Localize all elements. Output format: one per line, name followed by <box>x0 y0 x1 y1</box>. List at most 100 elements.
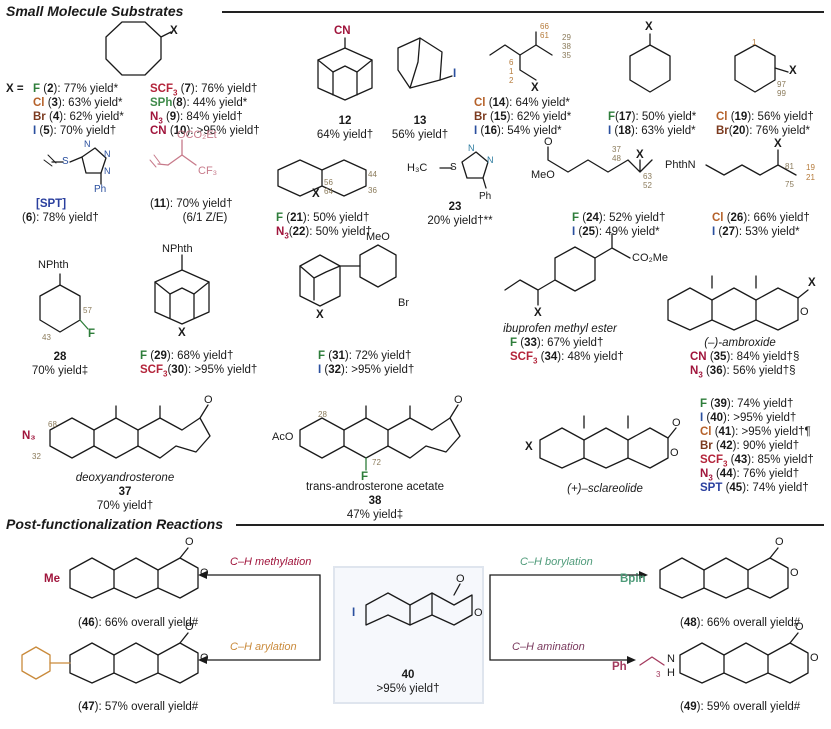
entry-36: N3 (36): 56% yield†§ <box>690 365 796 380</box>
arrowhead-arylation <box>198 656 207 664</box>
atom-o: O <box>800 306 809 318</box>
yield-38: 47% yield‡ <box>346 509 404 521</box>
selectivity-label: 37 <box>612 145 621 154</box>
yield-12: 64% yield† <box>316 129 374 141</box>
atom-o: O <box>544 136 553 148</box>
entry-21: F (21): 50% yield† <box>276 212 370 224</box>
atom-x: X <box>534 307 542 319</box>
atom-cn: CN <box>334 25 351 37</box>
atom-o: O <box>454 394 463 406</box>
hub-highlight-box <box>333 566 484 704</box>
group-nphth: NPhth <box>162 243 193 255</box>
cyclohexane-17 <box>629 44 671 93</box>
atom-o: O <box>790 567 799 579</box>
compound-number-40: 40 <box>401 669 415 681</box>
reaction-amination: C–H amination <box>512 641 585 653</box>
norbornane-13 <box>397 37 453 89</box>
atom-n: N <box>468 143 475 153</box>
yield-13: 56% yield† <box>391 129 449 141</box>
name-ambroxide: (–)-ambroxide <box>704 337 776 349</box>
selectivity-label: 35 <box>562 51 571 60</box>
compound-number-28: 28 <box>53 351 67 363</box>
selectivity-label: 99 <box>777 89 786 98</box>
name-ibuprofen-methyl-ester: ibuprofen methyl ester <box>503 323 617 335</box>
x-equals-label: X = <box>6 83 24 95</box>
entry-18: I (18): 63% yield* <box>608 125 696 137</box>
yield-28: 70% yield‡ <box>31 365 89 377</box>
selectivity-label: 2 <box>509 76 514 85</box>
atom-x: X <box>636 149 644 161</box>
atom-x: X <box>312 188 320 200</box>
adamantyl-aryl-31 <box>299 244 397 307</box>
atom-o: O <box>185 621 194 633</box>
group-ph: Ph <box>612 661 627 673</box>
selectivity-label: 57 <box>83 306 92 315</box>
entry-25: I (25): 49% yield* <box>572 226 660 238</box>
atom-s: S <box>62 156 69 167</box>
ibuprofen-33 <box>504 233 631 306</box>
selectivity-label: 19 <box>806 163 815 172</box>
atom-n: N <box>84 139 91 149</box>
entry-19: Cl (19): 56% yield† <box>716 111 814 123</box>
entry-7: SCF3 (7): 76% yield† <box>150 83 258 98</box>
arrow-methylation <box>205 574 321 605</box>
reaction-methylation: C–H methylation <box>230 556 312 568</box>
selectivity-label: 72 <box>372 458 381 467</box>
arrowhead-amination <box>627 656 636 664</box>
cyclohexane-28 <box>39 273 89 333</box>
group-meo: MeO <box>366 231 390 243</box>
group-co2me: CO₂Me <box>632 252 669 264</box>
entry-27: I (27): 53% yield* <box>712 226 800 238</box>
atom-o: O <box>795 621 804 633</box>
selectivity-label: 43 <box>42 333 51 342</box>
atom-h: H <box>667 667 675 679</box>
atom-x: X <box>789 65 797 77</box>
entry-42: Br (42): 90% yield† <box>700 440 800 452</box>
atom-o: O <box>810 652 819 664</box>
entry-5: I (5): 70% yield† <box>33 125 117 137</box>
atom-x: X <box>774 138 782 150</box>
selectivity-label: 36 <box>368 186 377 195</box>
entry-2: F (2): 77% yield* <box>33 83 119 95</box>
name-deoxyandrosterone: deoxyandrosterone <box>75 472 175 484</box>
atom-o: O <box>456 573 465 585</box>
selectivity-label: 44 <box>368 170 377 179</box>
name-sclareolide: (+)–sclareolide <box>567 483 643 495</box>
phthalimide-chain-26 <box>705 149 797 176</box>
decalin-21 <box>277 159 367 197</box>
selectivity-label: 6 <box>509 58 514 67</box>
selectivity-label: 56 <box>324 178 333 187</box>
entry-47: (47): 57% overall yield# <box>78 701 199 713</box>
group-h3c: H₃C <box>407 162 428 174</box>
selectivity-label: 61 <box>540 31 549 40</box>
entry-40: I (40): >95% yield† <box>700 412 797 424</box>
yield-23: 20% yield†** <box>427 215 493 227</box>
atom-o: O <box>200 652 209 664</box>
selectivity-label: 29 <box>562 33 571 42</box>
entry-32: I (32): >95% yield† <box>318 364 415 376</box>
entry-49: (49): 59% overall yield# <box>680 701 801 713</box>
group-phthn: PhthN <box>665 159 696 171</box>
selectivity-label: 1 <box>509 67 514 76</box>
atom-s: S <box>450 162 457 173</box>
selectivity-label: 1 <box>752 38 757 47</box>
entry-44: N3 (44): 76% yield† <box>700 468 800 483</box>
atom-ph: Ph <box>94 184 107 195</box>
entry-29: F (29): 68% yield† <box>140 350 234 362</box>
atom-x: X <box>808 277 816 289</box>
entry-24: F (24): 52% yield† <box>572 212 666 224</box>
yield-40: >95% yield† <box>376 683 440 695</box>
selectivity-label: 28 <box>318 410 327 419</box>
group-cf3: CF₃ <box>198 165 218 177</box>
group-bpin: Bpin <box>620 573 646 585</box>
atom-x: X <box>525 441 533 453</box>
entry-10: CN (10): >95% yield† <box>150 125 260 137</box>
reaction-borylation: C–H borylation <box>520 556 593 568</box>
group-nphth: NPhth <box>38 259 69 271</box>
atom-ph: Ph <box>479 191 492 202</box>
entry-34: SCF3 (34): 48% yield† <box>510 351 624 366</box>
atom-o: O <box>204 394 213 406</box>
entry-4: Br (4): 62% yield* <box>33 111 124 123</box>
ambroxide-35 <box>667 275 809 331</box>
